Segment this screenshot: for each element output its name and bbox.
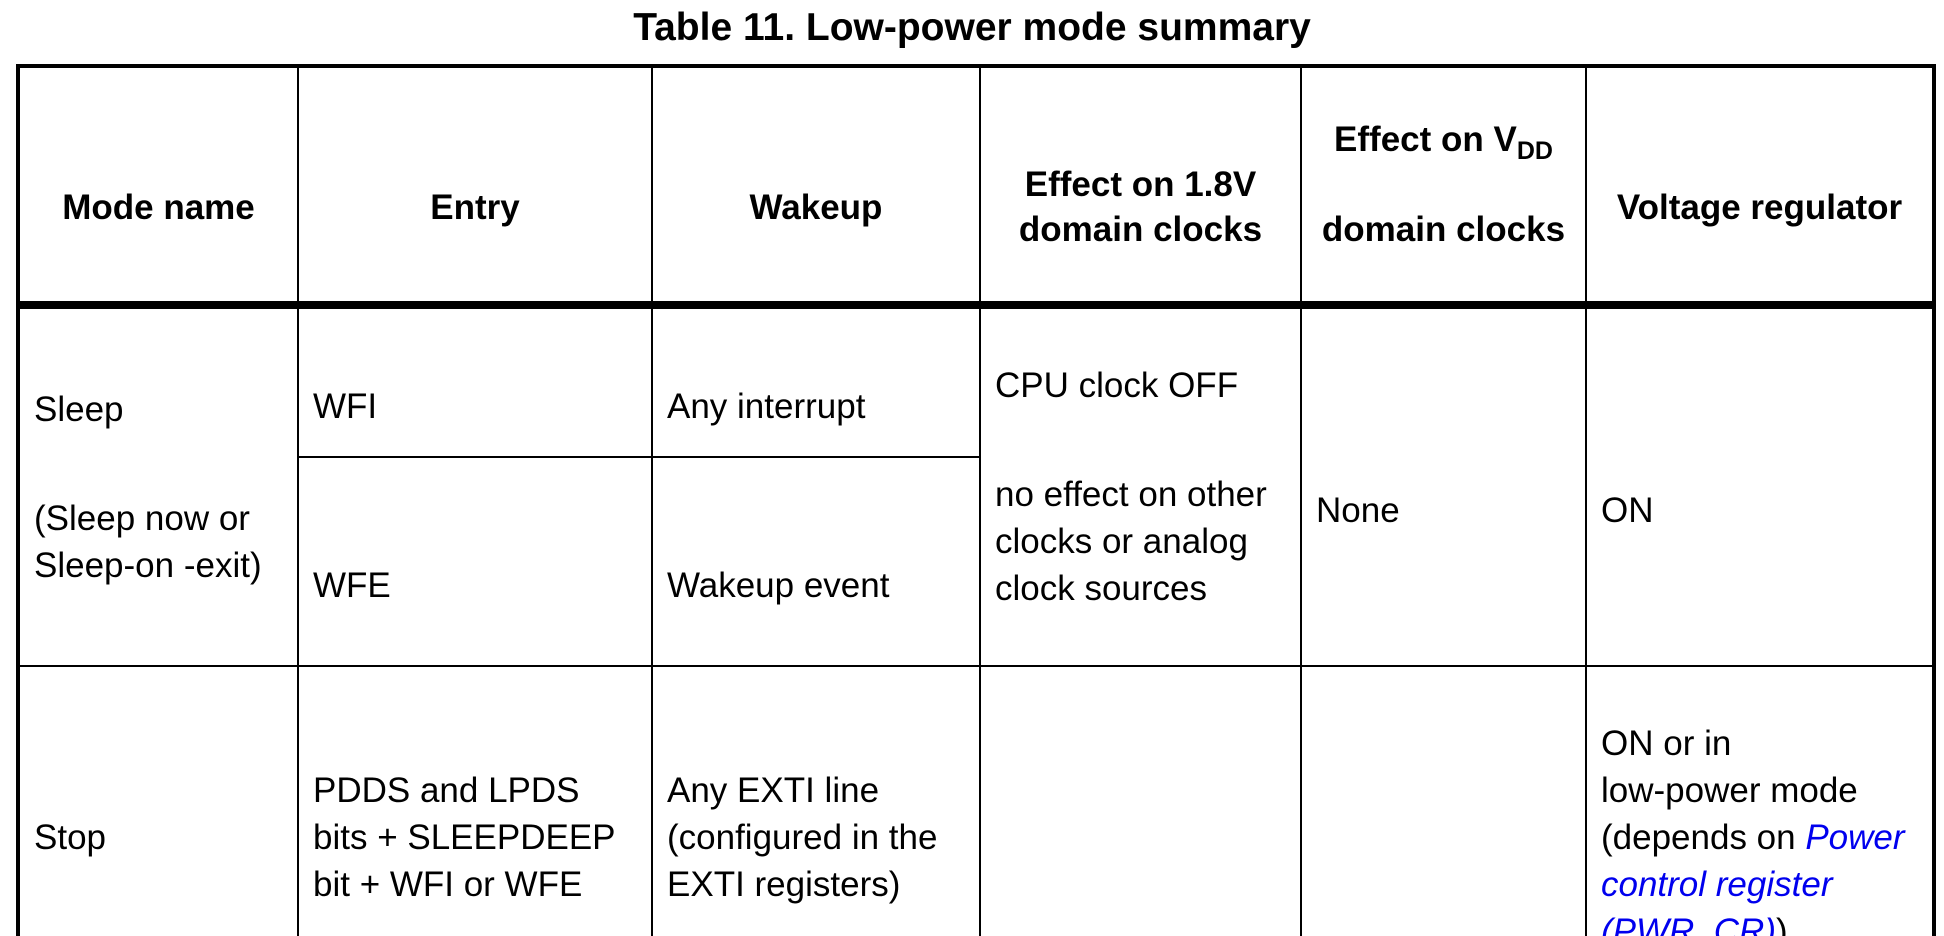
cell-sleep-mode: Sleep (Sleep now or Sleep-on -exit) [17,304,299,667]
cell-stop-standby-effect-vdd: HSI and HSE oscillators OFF [1300,665,1587,936]
header-wakeup: Wakeup [651,65,981,309]
cell-sleep-entry-wfi: WFI [297,303,653,459]
row-sleep-wfe: WFE Wakeup event [18,456,1934,667]
cell-sleep-effect-vdd: None [1300,304,1587,667]
cell-sleep-wakeup-wfe: Wakeup event [651,456,981,667]
header-entry: Entry [297,65,653,309]
cell-sleep-wakeup-wfi: Any interrupt [651,303,981,459]
cell-sleep-entry-wfe: WFE [297,456,653,667]
cell-stop-entry: PDDS and LPDS bits + SLEEPDEEP bit + WFI… [297,665,653,936]
pwr-cr-register-link[interactable]: Power control register (PWR_CR) [1601,818,1905,936]
table-caption: Table 11. Low-power mode summary [633,6,1311,49]
header-voltage-regulator: Voltage regulator [1585,65,1935,309]
row-sleep-wfi: Sleep (Sleep now or Sleep-on -exit) WFI … [17,303,1935,667]
vdd-subscript: DD [1516,137,1553,165]
low-power-mode-summary-table: Mode name Entry Wakeup Effect on 1.8V do… [16,64,1936,936]
header-effect-18v: Effect on 1.8V domain clocks [979,65,1302,309]
header-row: Mode name Entry Wakeup Effect on 1.8V do… [17,65,1935,309]
cell-stop-standby-effect-18v: All 1.8V domain clocks OFF [979,665,1302,936]
cell-stop-voltage-regulator: ON or in low-power mode (depends on Powe… [1585,665,1935,936]
header-effect-vdd: Effect on VDD domain clocks [1300,65,1587,309]
cell-sleep-effect-18v: CPU clock OFF no effect on other clocks … [979,304,1302,667]
cell-stop-wakeup: Any EXTI line (configured in the EXTI re… [651,665,981,936]
header-mode-name: Mode name [17,65,299,309]
cell-stop-mode: Stop [17,665,299,936]
row-stop: Stop PDDS and LPDS bits + SLEEPDEEP bit … [17,665,1935,936]
cell-sleep-voltage-regulator: ON [1585,304,1935,667]
